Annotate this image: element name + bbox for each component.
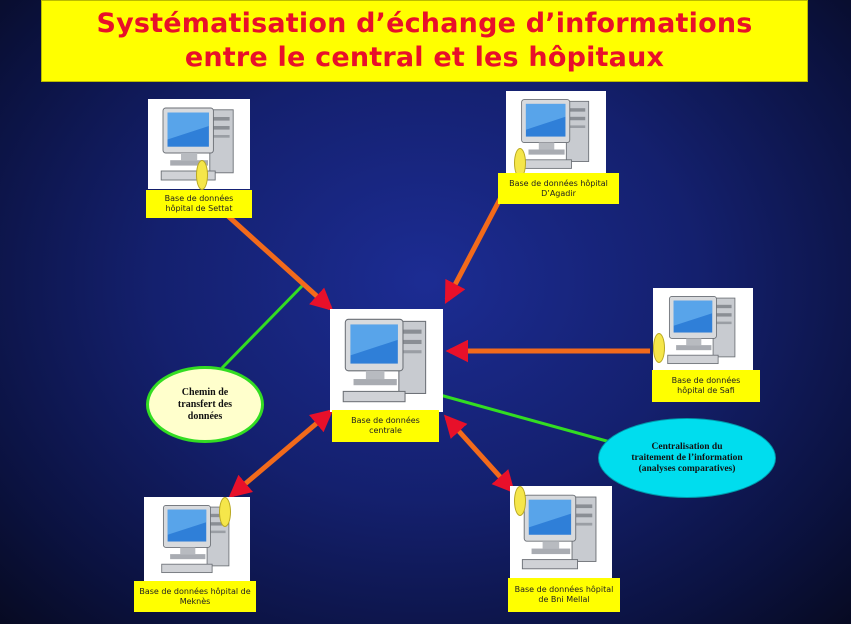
computer-icon-central xyxy=(330,309,443,412)
connector-dot-safi xyxy=(653,333,665,363)
label-agadir: Base de données hôpital D’Agadir xyxy=(498,173,619,204)
arrow-bnimellal-central xyxy=(443,414,516,494)
connector-dot-settat xyxy=(196,160,208,190)
computer-icon-safi xyxy=(653,288,753,372)
title-line-1: Systématisation d’échange d’informations xyxy=(96,8,753,39)
arrow-meknes-central xyxy=(228,409,334,498)
callout-transfer: Chemin de transfert des données xyxy=(146,366,264,443)
connector-dot-meknes xyxy=(219,497,231,527)
title-line-2: entre le central et les hôpitaux xyxy=(184,42,665,73)
label-meknes: Base de données hôpital de Meknès xyxy=(134,581,256,612)
arrow-settat-central xyxy=(226,214,334,312)
connector-settat-transfer xyxy=(220,281,307,370)
connector-central-centralisation xyxy=(439,393,633,450)
label-bni-mellal: Base de données hôpital de Bni Mellal xyxy=(508,578,620,612)
label-safi: Base de données hôpital de Safi xyxy=(652,370,760,402)
connector-dot-bni-mellal xyxy=(514,486,526,516)
callout-centralisation: Centralisation du traitement de l’inform… xyxy=(598,418,776,498)
computer-icon-meknes xyxy=(144,497,250,581)
label-settat: Base de données hôpital de Settat xyxy=(146,190,252,218)
computer-icon-bni-mellal xyxy=(510,486,612,578)
computer-icon-settat xyxy=(148,99,250,189)
title-banner: Systématisation d’échange d’informations… xyxy=(41,0,808,82)
label-central: Base de données centrale xyxy=(332,410,439,442)
